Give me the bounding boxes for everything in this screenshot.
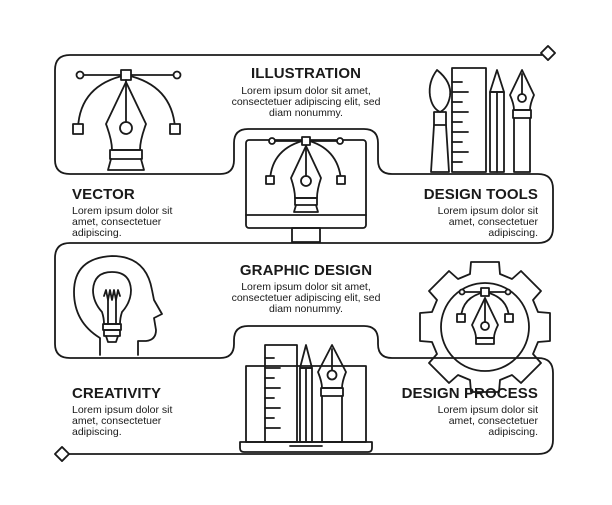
design-tools-icon <box>428 67 535 173</box>
laptop-tools-icon <box>239 344 373 453</box>
vector-body-line: adipiscing. <box>72 227 122 239</box>
design-process-body-line: adipiscing. <box>488 426 538 438</box>
vector-body: Lorem ipsum dolor sit amet, consectetuer… <box>72 206 222 239</box>
end-diamond-top <box>540 45 556 61</box>
pen-tool-bezier-icon <box>72 69 182 171</box>
illustration-body-line: diam nonummy. <box>269 107 343 119</box>
graphic-design-body-line: Lorem ipsum dolor sit amet, <box>241 281 371 293</box>
creativity-title: CREATIVITY <box>72 385 162 402</box>
creativity-body-line: Lorem ipsum dolor sit <box>72 404 173 416</box>
creativity-body-line: adipiscing. <box>72 426 122 438</box>
illustration-body-line: Lorem ipsum dolor sit amet, <box>241 85 371 97</box>
creativity-body: Lorem ipsum dolor sit amet, consectetuer… <box>72 405 222 438</box>
flow-frame <box>54 45 556 462</box>
graphic-design-body-line: consectetuer adipiscing elit, sed <box>231 292 381 304</box>
illustration-body-line: consectetuer adipiscing elit, sed <box>231 96 381 108</box>
design-process-title: DESIGN PROCESS <box>401 385 538 402</box>
vector-body-line: Lorem ipsum dolor sit <box>72 205 173 217</box>
illustration-body: Lorem ipsum dolor sit amet, consectetuer… <box>196 86 416 119</box>
design-tools-title: DESIGN TOOLS <box>423 186 538 203</box>
design-tools-body-line: adipiscing. <box>488 227 538 239</box>
graphic-design-body: Lorem ipsum dolor sit amet, consectetuer… <box>196 282 416 315</box>
creativity-body-line: amet, consectetuer <box>72 415 162 427</box>
vector-title: VECTOR <box>72 186 135 203</box>
design-tools-body: Lorem ipsum dolor sit amet, consectetuer… <box>388 206 538 239</box>
design-process-body-line: amet, consectetuer <box>448 415 538 427</box>
graphic-design-title: GRAPHIC DESIGN <box>239 262 373 279</box>
illustration-title: ILLUSTRATION <box>250 65 362 82</box>
design-tools-body-line: amet, consectetuer <box>448 216 538 228</box>
gear-pen-tool-icon <box>419 261 551 393</box>
vector-body-line: amet, consectetuer <box>72 216 162 228</box>
monitor-pen-tool-icon <box>245 136 367 243</box>
lightbulb-head-icon <box>73 255 163 356</box>
design-process-body: Lorem ipsum dolor sit amet, consectetuer… <box>378 405 538 438</box>
design-tools-body-line: Lorem ipsum dolor sit <box>437 205 538 217</box>
design-process-body-line: Lorem ipsum dolor sit <box>437 404 538 416</box>
graphic-design-body-line: diam nonummy. <box>269 303 343 315</box>
top-band-outline <box>54 54 554 455</box>
end-diamond-bottom <box>54 446 70 462</box>
